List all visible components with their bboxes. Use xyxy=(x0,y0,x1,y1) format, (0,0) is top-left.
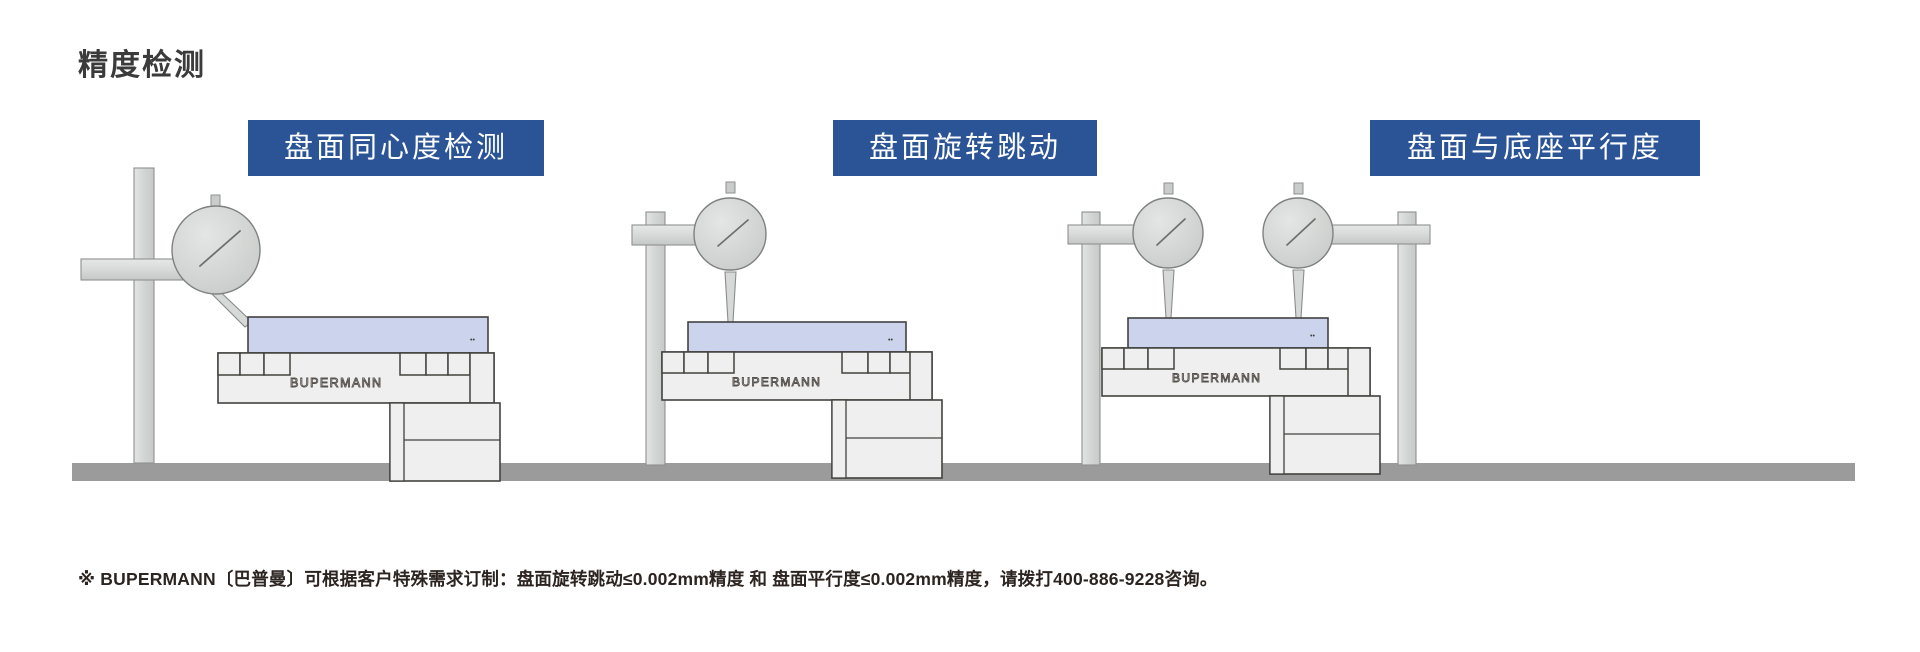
illustration-concentricity: •• BUPERMANN xyxy=(80,167,520,540)
footnote-text: ※ BUPERMANN〔巴普曼〕可根据客户特殊需求订制：盘面旋转跳动≤0.002… xyxy=(78,569,1218,589)
panel-label-concentricity: 盘面同心度检测 xyxy=(248,120,544,176)
brand-text: BUPERMANN xyxy=(732,375,821,389)
svg-text:••: •• xyxy=(1310,333,1315,340)
measuring-stand-right-icon xyxy=(1315,211,1431,466)
svg-text:••: •• xyxy=(470,337,475,344)
illustration-runout: •• BUPERMANN xyxy=(610,181,1010,540)
lower-pedestal-icon xyxy=(1269,395,1381,475)
illustration-parallelism: •• BUPERMANN xyxy=(1060,182,1480,540)
machine-base-icon: BUPERMANN xyxy=(217,352,495,404)
machine-base-icon: BUPERMANN xyxy=(1101,347,1371,397)
panel-label-parallelism: 盘面与底座平行度 xyxy=(1370,120,1700,176)
machine-base-icon: BUPERMANN xyxy=(661,351,933,401)
lower-pedestal-icon xyxy=(831,399,943,479)
dial-gauge-right-icon xyxy=(1262,182,1334,319)
svg-text:••: •• xyxy=(888,337,893,344)
dial-gauge-left-icon xyxy=(1132,182,1204,319)
blue-platen-icon: •• xyxy=(247,316,489,354)
lower-pedestal-icon xyxy=(389,402,501,482)
blue-platen-icon: •• xyxy=(687,321,907,353)
brand-text: BUPERMANN xyxy=(290,376,382,390)
blue-platen-icon: •• xyxy=(1127,317,1329,349)
brand-text: BUPERMANN xyxy=(1172,371,1261,385)
panel-label-runout: 盘面旋转跳动 xyxy=(833,120,1097,176)
dial-gauge-icon xyxy=(693,181,767,323)
page-title: 精度检测 xyxy=(78,49,206,82)
dial-gauge-icon xyxy=(171,194,261,328)
ground-bar xyxy=(72,463,1855,481)
